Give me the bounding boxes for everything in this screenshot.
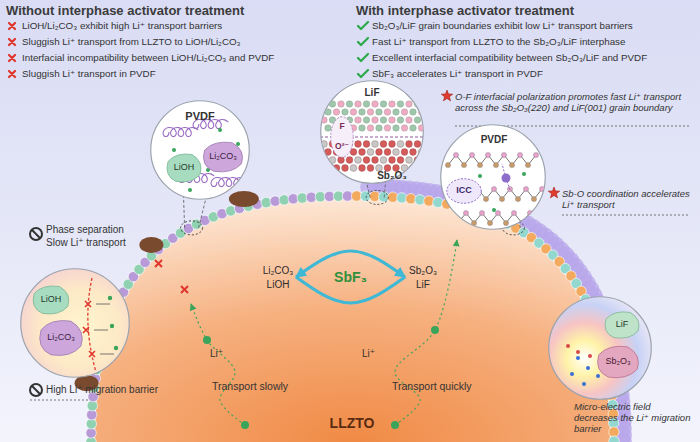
bubble-art xyxy=(163,119,246,192)
claim-item: Sb₂O₃/LiF grain boundaries exhibit low L… xyxy=(372,20,633,32)
claim-item: Interfacial incompatibility between LiOH… xyxy=(22,52,274,64)
bubble-art xyxy=(320,101,433,172)
cycle-arrow xyxy=(296,251,405,277)
zoom-bubble: PVDF LiOH Li₂CO₃ xyxy=(150,100,250,200)
interphase-label-box: Li₂CO₃ LiOH xyxy=(260,262,296,292)
node-text: F xyxy=(339,122,344,131)
coordination-ring: ICC xyxy=(446,178,482,204)
node-text: LiF xyxy=(616,320,629,330)
callout-note: Phase separation xyxy=(46,224,124,236)
phase-grain: LiOH xyxy=(164,152,204,184)
claim-item: SbF₃ accelerates Li⁺ transport in PVDF xyxy=(372,68,543,80)
bubble-art xyxy=(566,344,600,386)
callout-note: O-F interfacial polarization promotes fa… xyxy=(455,91,693,113)
claim-item: Sluggish Li⁺ transport from LLZTO to LiO… xyxy=(22,36,241,48)
particle-art xyxy=(57,132,632,442)
zoom-bubble: LiF Sb₂O₃ xyxy=(548,296,652,400)
node-outline xyxy=(20,268,130,378)
zoom-bubble: PVDF ICC xyxy=(440,124,546,230)
node-text: Li₂CO₃ xyxy=(47,333,75,343)
node-text: LiF xyxy=(416,279,430,290)
claim-item: LiOH/Li₂CO₃ exhibit high Li⁺ transport b… xyxy=(22,20,222,32)
claim-item: Fast Li⁺ transport from LLZTO to the Sb₂… xyxy=(372,36,625,48)
bubble-art xyxy=(445,152,560,225)
callout-note: Sb-O coordination accelerates Li⁺ transp… xyxy=(562,188,694,210)
phase-grain: Li₂CO₃ xyxy=(36,318,86,358)
node-text: LLZTO xyxy=(330,416,375,431)
phase-grain: LiOH xyxy=(30,284,72,316)
zoom-bubble: LiOH Li₂CO₃ xyxy=(20,268,130,378)
node-text: Li₂CO₃ xyxy=(209,152,237,162)
phase-grain: LiF xyxy=(602,310,642,340)
node-text: O²⁻ xyxy=(335,142,349,151)
node-text: PVDF xyxy=(481,134,508,145)
claim-item: Excellent interfacial compatibility betw… xyxy=(372,52,647,64)
check-marks xyxy=(358,22,368,77)
claim-item: Sluggish Li⁺ transport in PVDF xyxy=(22,68,156,80)
node-text: LiOH xyxy=(267,279,290,290)
node-text: Sb₂O₃ xyxy=(605,357,630,367)
node-text: LiOH xyxy=(41,295,62,305)
node-text: Li₂CO₃ xyxy=(263,265,294,276)
node-text: ICC xyxy=(456,186,472,196)
zoom-bubble: LiF Sb₂O₃ F O²⁻ xyxy=(320,80,424,184)
panel-heading: With interphase activator treatment xyxy=(356,3,574,18)
node-text: LiF xyxy=(365,87,380,98)
node-text: PVDF xyxy=(185,110,214,122)
cross-marks xyxy=(9,23,15,77)
node-outline xyxy=(95,200,610,442)
phase-grain: Sb₂O₃ xyxy=(594,344,642,380)
node-text: Sb₂O₃ xyxy=(377,170,407,181)
polarization-pair: F O²⁻ xyxy=(330,116,354,158)
phase-grain: Li₂CO₃ xyxy=(200,140,246,174)
node-text: LiOH xyxy=(174,163,195,173)
node-text: Sb₂O₃ xyxy=(409,265,437,276)
callout-note: Slow Li⁺ transport xyxy=(46,237,126,249)
panel-heading: Without interphase activator treatment xyxy=(6,3,244,18)
interphase-label-box: Sb₂O₃ LiF xyxy=(405,262,441,292)
node-outline xyxy=(548,296,652,400)
electrolyte-particle: LLZTO Li₂CO₃ LiOH Sb₂O₃ LiF xyxy=(95,200,610,442)
loop-arc xyxy=(296,277,405,303)
bubble-art xyxy=(83,278,118,372)
